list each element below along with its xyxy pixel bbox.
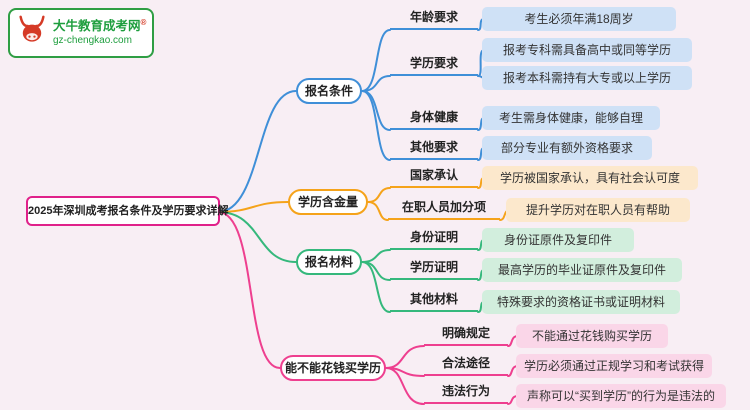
- leaf-special-certificates: 特殊要求的资格证书或证明材料: [482, 290, 680, 314]
- subtopic-employee-bonus: 在职人员加分项: [388, 196, 500, 220]
- root-topic: 2025年深圳成考报名条件及学历要求详解: [26, 196, 228, 226]
- leaf-cannot-buy-degree: 不能通过花钱购买学历: [516, 324, 668, 348]
- leaf-helps-employees: 提升学历对在职人员有帮助: [506, 198, 690, 222]
- subtopic-clear-regulation: 明确规定: [424, 322, 508, 346]
- site-domain: gz-chengkao.com: [53, 35, 132, 47]
- registered-mark: ®: [140, 18, 147, 28]
- branch-node-enrollment-materials: 报名材料: [296, 249, 362, 275]
- brand-name: 大牛教育成考网®: [53, 18, 147, 34]
- leaf-id-card-copy: 身份证原件及复印件: [482, 228, 634, 252]
- branch-node-degree-value: 学历含金量: [288, 189, 368, 215]
- subtopic-other-requirement: 其他要求: [390, 136, 478, 160]
- leaf-extra-qualifications: 部分专业有额外资格要求: [482, 136, 652, 160]
- leaf-formal-study-exams: 学历必须通过正规学习和考试获得: [516, 354, 712, 378]
- leaf-college-needs-highschool: 报考专科需具备高中或同等学历: [482, 38, 692, 62]
- logo-text: 大牛教育成考网® gz-chengkao.com: [53, 18, 146, 47]
- subtopic-other-materials: 其他材料: [390, 288, 478, 312]
- branch-node-enrollment-conditions: 报名条件: [296, 78, 362, 104]
- subtopic-age-requirement: 年龄要求: [390, 6, 478, 30]
- branch-node-buy-degree-question: 能不能花钱买学历: [280, 355, 386, 381]
- leaf-bachelor-needs-college: 报考本科需持有大专或以上学历: [482, 66, 692, 90]
- site-logo: 大牛教育成考网® gz-chengkao.com: [8, 8, 154, 58]
- leaf-buying-is-illegal: 声称可以“买到学历”的行为是违法的: [516, 384, 726, 408]
- subtopic-education-proof: 学历证明: [390, 256, 478, 280]
- leaf-health-selfcare: 考生需身体健康，能够自理: [482, 106, 660, 130]
- subtopic-illegal-act: 违法行为: [424, 380, 508, 404]
- subtopic-legal-way: 合法途径: [424, 352, 508, 376]
- subtopic-identity-proof: 身份证明: [390, 226, 478, 250]
- subtopic-education-requirement: 学历要求: [390, 52, 478, 76]
- subtopic-health-requirement: 身体健康: [390, 106, 478, 130]
- bull-icon: [15, 14, 49, 53]
- subtopic-state-recognition: 国家承认: [390, 164, 478, 188]
- leaf-state-recognized: 学历被国家承认，具有社会认可度: [482, 166, 698, 190]
- leaf-age-18: 考生必须年满18周岁: [482, 7, 676, 31]
- leaf-diploma-copy: 最高学历的毕业证原件及复印件: [482, 258, 682, 282]
